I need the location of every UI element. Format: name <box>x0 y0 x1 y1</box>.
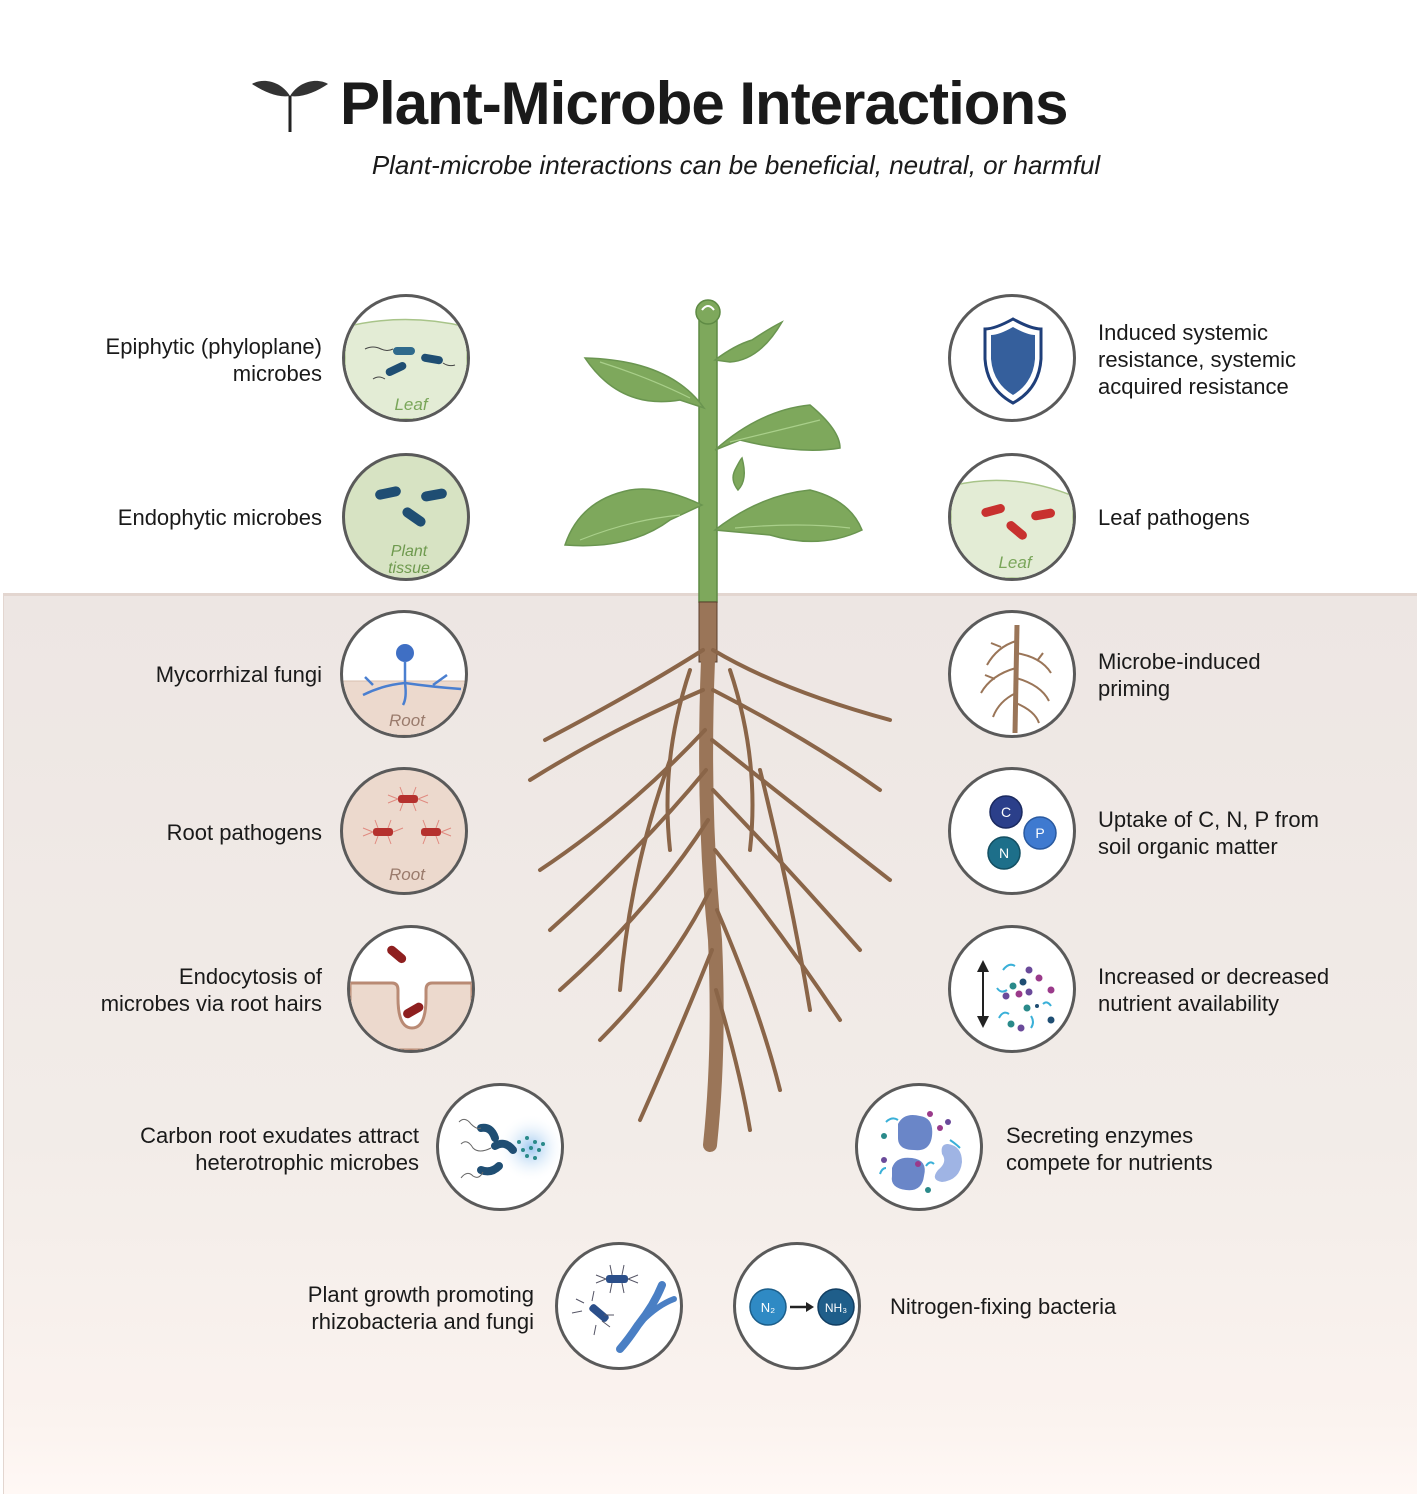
circle-endocytosis <box>347 925 475 1053</box>
circle-mycorrhizal: Root <box>340 610 468 738</box>
nitrogen-fixation-icon: N₂ NH₃ <box>749 1288 855 1326</box>
label-priming: Microbe-induced priming <box>1098 649 1261 701</box>
svg-text:Leaf: Leaf <box>998 553 1033 572</box>
leaf <box>714 404 841 451</box>
circle-epiphytic: Leaf <box>342 294 470 422</box>
page-subtitle: Plant-microbe interactions can be benefi… <box>371 150 1101 180</box>
label-mycorrhizal: Mycorrhizal fungi <box>155 662 322 687</box>
plant-illustration <box>528 299 892 1152</box>
label-endophytic: Endophytic microbes <box>117 505 322 530</box>
svg-text:C: C <box>1001 804 1011 820</box>
leaf-surface-bacteria-icon: Leaf <box>345 318 467 419</box>
svg-text:Root: Root <box>389 865 426 884</box>
circle-uptake: C P N <box>948 767 1076 895</box>
label-root-pathogens: Root pathogens <box>166 820 322 845</box>
nutrient-availability-icon <box>977 960 1055 1032</box>
mycorrhizal-fungi-icon: Root <box>343 644 465 735</box>
circle-isr-sar <box>948 294 1076 422</box>
shoot <box>563 299 863 603</box>
sprout-icon <box>252 80 328 132</box>
leaf <box>563 488 704 547</box>
tissue-bacteria-icon: Plant tissue <box>375 486 447 577</box>
svg-text:NH₃: NH₃ <box>825 1301 847 1315</box>
label-n-fixing: Nitrogen-fixing bacteria <box>890 1294 1117 1319</box>
leaf <box>583 357 706 410</box>
circle-carbon-exudates <box>436 1083 564 1211</box>
label-leaf-pathogens: Leaf pathogens <box>1098 505 1250 530</box>
svg-text:N: N <box>999 845 1009 861</box>
svg-text:tissue: tissue <box>388 560 430 577</box>
exudate-microbes-icon <box>458 1114 561 1182</box>
page-title: Plant-Microbe Interactions <box>340 69 1068 137</box>
label-isr-sar: Induced systemic resistance, systemic ac… <box>1098 320 1297 399</box>
header: Plant-Microbe Interactions <box>250 68 1068 138</box>
circle-enzymes <box>855 1083 983 1211</box>
circle-availability <box>948 925 1076 1053</box>
circle-caption: Leaf <box>394 395 429 414</box>
label-endocytosis: Endocytosis of microbes via root hairs <box>100 964 322 1016</box>
label-epiphytic: Epiphytic (phyloplane) microbes <box>105 334 322 386</box>
enzymes-icon <box>879 1111 962 1193</box>
endocytosis-icon <box>350 945 472 1050</box>
circle-endophytic: Plant tissue <box>342 453 470 581</box>
circle-priming <box>948 610 1076 738</box>
leaf <box>713 320 784 363</box>
circle-pgpr <box>555 1242 683 1370</box>
svg-text:Root: Root <box>389 711 426 730</box>
svg-text:P: P <box>1035 825 1044 841</box>
rhizobacteria-fungi-icon <box>571 1264 677 1353</box>
label-enzymes: Secreting enzymes compete for nutrients <box>1006 1123 1213 1175</box>
nutrient-spheres-icon: C P N <box>987 795 1057 870</box>
leaf-pathogen-icon: Leaf <box>951 479 1073 578</box>
shield-icon <box>983 317 1043 405</box>
root-icon <box>980 624 1052 734</box>
circle-leaf-pathogens: Leaf <box>948 453 1076 581</box>
circle-root-pathogens: Root <box>340 767 468 895</box>
leaf <box>713 489 863 543</box>
svg-text:Plant: Plant <box>391 543 428 560</box>
circle-n-fixing: N₂ NH₃ <box>733 1242 861 1370</box>
label-pgpr: Plant growth promoting rhizobacteria and… <box>307 1282 534 1334</box>
svg-text:N₂: N₂ <box>761 1300 775 1315</box>
bud <box>732 456 745 492</box>
label-uptake: Uptake of C, N, P from soil organic matt… <box>1098 807 1319 859</box>
root-system <box>528 601 892 1152</box>
label-carbon-exudates: Carbon root exudates attract heterotroph… <box>140 1123 419 1175</box>
label-availability: Increased or decreased nutrient availabi… <box>1098 964 1330 1016</box>
root-pathogen-icon: Root <box>362 786 452 884</box>
